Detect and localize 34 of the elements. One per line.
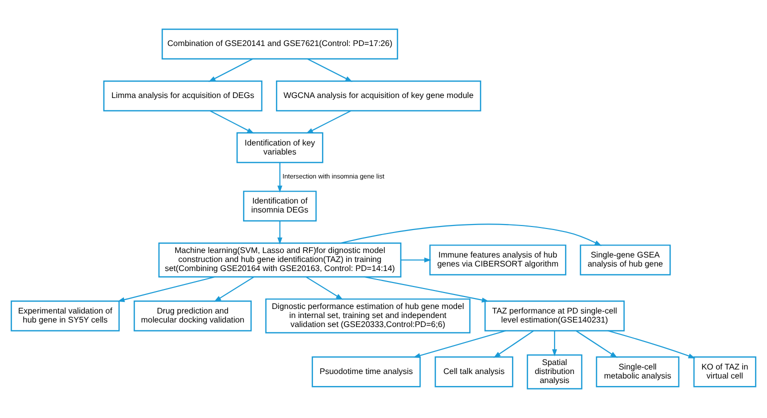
- node-box: TAZ performance at PD single-cell level estimation(GSE140231): [484, 300, 625, 332]
- node-box: Limma analysis for acquisition of DEGs: [103, 80, 262, 112]
- node-box: Machine learning(SVM, Lasso and RF)for dignostic model construction and hub gene identification(TAZ) in training set(Combining GSE20164 with GSE20163, Control: PD=14:14): [158, 242, 402, 278]
- node-box: Single-gene GSEA analysis of hub gene: [580, 244, 671, 276]
- arrow: [208, 58, 253, 82]
- arrow: [214, 276, 254, 302]
- arrow: [400, 258, 432, 262]
- arrow: [340, 224, 602, 246]
- arrow: [576, 330, 618, 358]
- node-box: Dignostic performance estimation of hub gene model in internal set, training set and independent validation set (GSE20333,Control:PD=6;6): [265, 298, 470, 334]
- arrow: [493, 330, 534, 358]
- node-box: Identification of key variables: [236, 132, 324, 164]
- arrow: [608, 330, 696, 358]
- node-box: Single-cell metabolic analysis: [596, 356, 680, 388]
- arrow: [306, 276, 344, 300]
- node-box: Experimental validation of hub gene in SY5Y cells: [10, 300, 120, 332]
- arrow: [552, 331, 558, 356]
- node-box: Psuodotime time analysis: [312, 356, 421, 388]
- node-box: Spatial distribution analysis: [526, 354, 582, 390]
- arrow: [117, 276, 216, 302]
- arrow: [306, 110, 352, 134]
- arrow: [277, 220, 282, 245]
- node-box: Identification of insomnia DEGs: [243, 190, 317, 222]
- node-box: Drug prediction and molecular docking validation: [134, 300, 252, 332]
- arrow: [413, 330, 506, 358]
- node-box: Cell talk analysis: [434, 356, 514, 388]
- node-box: Combination of GSE20141 and GSE7621(Control: PD=17:26): [162, 28, 398, 60]
- node-box: Immune features analysis of hub genes via CIBERSORT algorithm: [429, 244, 566, 276]
- node-box: KO of TAZ in virtual cell: [693, 356, 756, 388]
- arrow: [364, 276, 489, 302]
- arrow: [210, 110, 254, 134]
- node-box: WGCNA analysis for acquisition of key gene module: [276, 80, 482, 112]
- arrow: [307, 58, 352, 82]
- arrow: [277, 162, 282, 193]
